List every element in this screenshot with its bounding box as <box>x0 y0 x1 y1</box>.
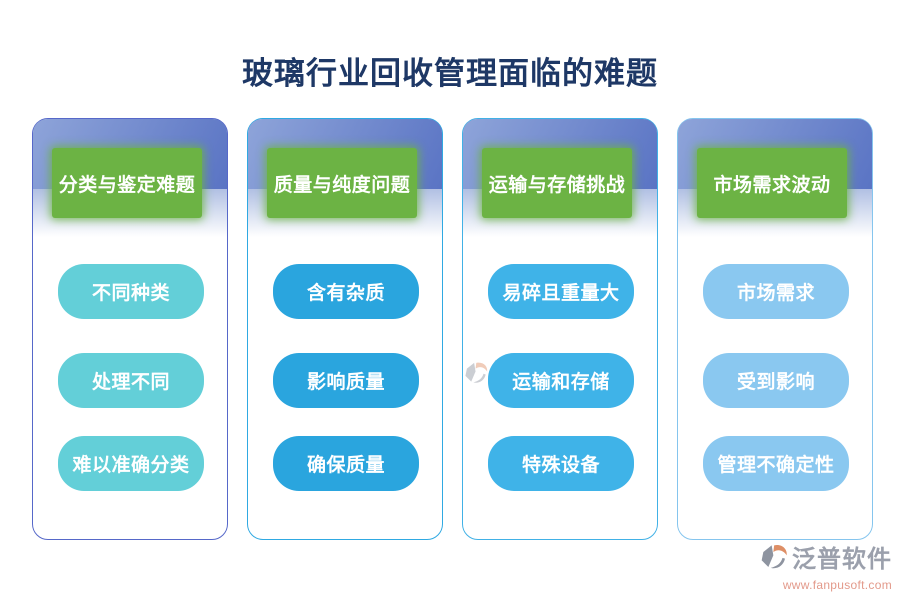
footer-brand: 泛普软件 www.fanpusoft.com <box>742 542 892 592</box>
item-pill: 市场需求 <box>703 264 849 319</box>
category-header-label: 分类与鉴定难题 <box>58 174 196 196</box>
category-header: 运输与存储挑战 <box>482 148 632 218</box>
item-pill: 含有杂质 <box>273 264 419 319</box>
item-pill: 易碎且重量大 <box>488 264 634 319</box>
item-label: 影响质量 <box>306 372 385 393</box>
footer-brand-text: 泛普软件 <box>792 545 892 573</box>
item-label: 市场需求 <box>736 283 815 304</box>
category-header: 市场需求波动 <box>697 148 847 218</box>
item-pill: 影响质量 <box>273 353 419 408</box>
category-card-classification: 分类与鉴定难题 不同种类 处理不同 难以准确分类 <box>32 118 228 540</box>
item-label: 含有杂质 <box>306 283 385 304</box>
item-pill: 运输和存储 <box>488 353 634 408</box>
item-label: 特殊设备 <box>521 455 600 476</box>
item-label: 运输和存储 <box>512 372 610 393</box>
cards-row: 分类与鉴定难题 不同种类 处理不同 难以准确分类 质量与纯度问题 含有杂质 影响… <box>32 118 873 540</box>
item-pill: 确保质量 <box>273 436 419 491</box>
item-label: 确保质量 <box>306 455 385 476</box>
category-header: 质量与纯度问题 <box>267 148 417 218</box>
category-header: 分类与鉴定难题 <box>52 148 202 218</box>
item-label: 不同种类 <box>91 283 170 304</box>
item-pill: 受到影响 <box>703 353 849 408</box>
item-pill: 不同种类 <box>58 264 204 319</box>
category-header-label: 市场需求波动 <box>713 174 831 196</box>
fanpu-logo-icon <box>760 542 790 577</box>
item-pill: 处理不同 <box>58 353 204 408</box>
item-pill: 难以准确分类 <box>58 436 204 491</box>
item-label: 管理不确定性 <box>717 455 835 476</box>
fanpu-logo-icon <box>464 360 490 391</box>
item-pill: 特殊设备 <box>488 436 634 491</box>
category-card-market: 市场需求波动 市场需求 受到影响 管理不确定性 <box>677 118 873 540</box>
item-label: 受到影响 <box>736 372 815 393</box>
footer-url-text: www.fanpusoft.com <box>782 578 892 592</box>
item-label: 处理不同 <box>91 372 170 393</box>
item-pill: 管理不确定性 <box>703 436 849 491</box>
item-label: 难以准确分类 <box>72 455 190 476</box>
category-header-label: 质量与纯度问题 <box>273 174 411 196</box>
category-header-label: 运输与存储挑战 <box>488 174 626 196</box>
item-label: 易碎且重量大 <box>502 283 620 304</box>
category-card-transport: 运输与存储挑战 易碎且重量大 运输和存储 特殊设备 <box>462 118 658 540</box>
category-card-quality: 质量与纯度问题 含有杂质 影响质量 确保质量 <box>247 118 443 540</box>
page-title: 玻璃行业回收管理面临的难题 <box>242 56 658 91</box>
